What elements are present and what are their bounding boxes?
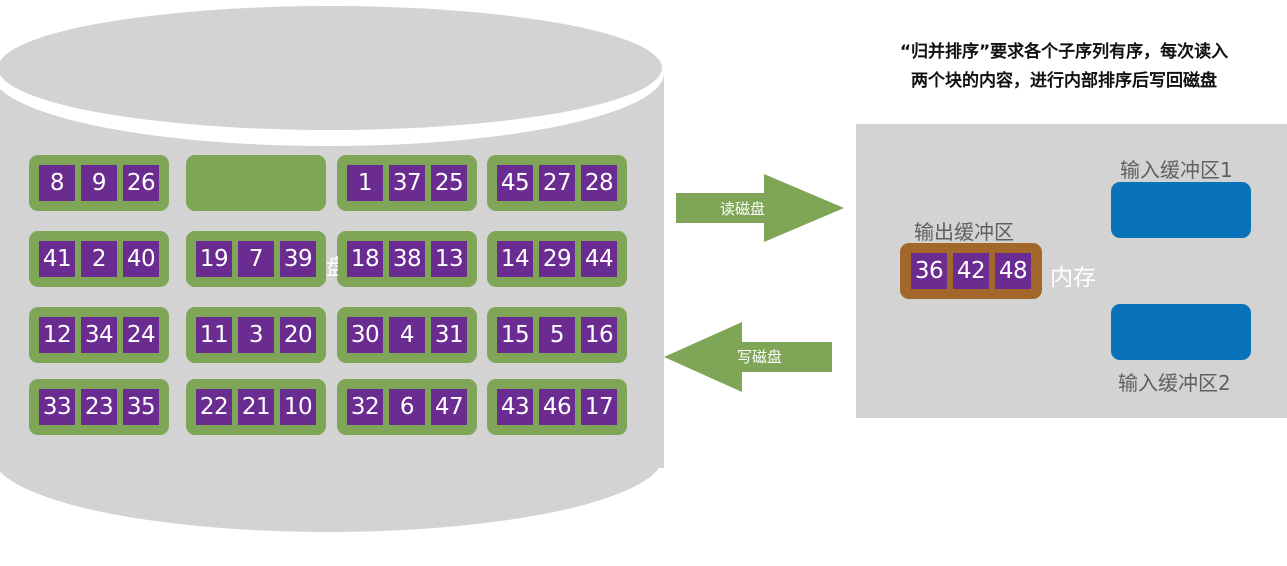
disk-block-value: 28 (581, 165, 617, 201)
disk-block-value: 10 (280, 389, 316, 425)
write-disk-arrow (664, 322, 832, 392)
read-disk-arrow (676, 174, 844, 242)
disk-block-value: 11 (196, 317, 232, 353)
memory-label: 内存 (1050, 265, 1096, 291)
description-line-2: 两个块的内容，进行内部排序后写回磁盘 (911, 71, 1217, 91)
disk-block-value: 18 (347, 241, 383, 277)
output-buffer-value: 48 (995, 253, 1031, 289)
input-buffer-1 (1111, 182, 1251, 238)
output-buffer-label: 输出缓冲区 (914, 220, 1014, 244)
disk-block-value: 15 (497, 317, 533, 353)
disk-block-value: 14 (497, 241, 533, 277)
disk-block-value: 5 (539, 317, 575, 353)
disk-label: 盘 (326, 256, 338, 281)
disk-block-value: 13 (431, 241, 467, 277)
disk-block-value: 41 (39, 241, 75, 277)
disk-block-value: 20 (280, 317, 316, 353)
write-disk-label: 写磁盘 (737, 348, 783, 366)
disk-block-value: 34 (81, 317, 117, 353)
disk-block-value: 21 (238, 389, 274, 425)
disk-block-value: 30 (347, 317, 383, 353)
output-buffer-value: 36 (911, 253, 947, 289)
disk-block-value: 47 (431, 389, 467, 425)
read-disk-label: 读磁盘 (720, 200, 766, 218)
disk-block-value: 23 (81, 389, 117, 425)
disk-block-value: 32 (347, 389, 383, 425)
disk-block-value: 31 (431, 317, 467, 353)
disk-block-value: 45 (497, 165, 533, 201)
input-buffer-2-label: 输入缓冲区2 (1118, 371, 1231, 395)
description-text: “归并排序”要求各个子序列有序，每次读入 两个块的内容，进行内部排序后写回磁盘 (840, 38, 1287, 96)
disk-block-value: 6 (389, 389, 425, 425)
output-buffer-value: 42 (953, 253, 989, 289)
disk-block-value: 27 (539, 165, 575, 201)
input-buffer-2 (1111, 304, 1251, 360)
disk-block-value: 26 (123, 165, 159, 201)
disk-cylinder-top (0, 6, 662, 130)
disk-block-value: 43 (497, 389, 533, 425)
disk-block-value: 3 (238, 317, 274, 353)
disk-block-value: 7 (238, 241, 274, 277)
output-buffer: 36 42 48 (900, 243, 1042, 299)
disk-block-value: 1 (347, 165, 383, 201)
input-buffer-1-label: 输入缓冲区1 (1120, 158, 1233, 182)
disk-block-value: 33 (39, 389, 75, 425)
disk-block-value: 4 (389, 317, 425, 353)
disk-block-value: 35 (123, 389, 159, 425)
disk-block-value: 24 (123, 317, 159, 353)
disk-block-value: 12 (39, 317, 75, 353)
disk-block-value: 2 (81, 241, 117, 277)
disk-block-value: 9 (81, 165, 117, 201)
disk-block-value: 19 (196, 241, 232, 277)
disk-block-value: 29 (539, 241, 575, 277)
disk-block-value: 37 (389, 165, 425, 201)
disk-block-value: 25 (431, 165, 467, 201)
disk-block-value: 16 (581, 317, 617, 353)
disk-block (186, 155, 326, 211)
disk-block-value: 39 (280, 241, 316, 277)
disk-block-value: 38 (389, 241, 425, 277)
disk-block-value: 46 (539, 389, 575, 425)
disk-block-value: 17 (581, 389, 617, 425)
disk-block-value: 8 (39, 165, 75, 201)
disk-block-value: 44 (581, 241, 617, 277)
disk-block-value: 22 (196, 389, 232, 425)
disk-block-value: 40 (123, 241, 159, 277)
description-line-1: “归并排序”要求各个子序列有序，每次读入 (899, 42, 1229, 62)
